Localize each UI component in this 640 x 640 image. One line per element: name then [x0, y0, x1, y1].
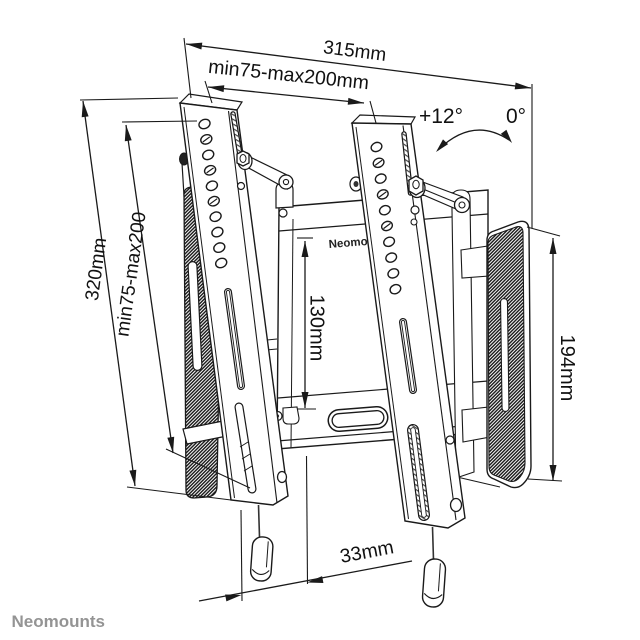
svg-text:194mm: 194mm [556, 335, 578, 402]
svg-text:0°: 0° [506, 105, 526, 128]
svg-text:+12°: +12° [419, 105, 463, 128]
svg-text:Neomounts: Neomounts [12, 612, 106, 631]
svg-text:130mm: 130mm [306, 295, 328, 362]
